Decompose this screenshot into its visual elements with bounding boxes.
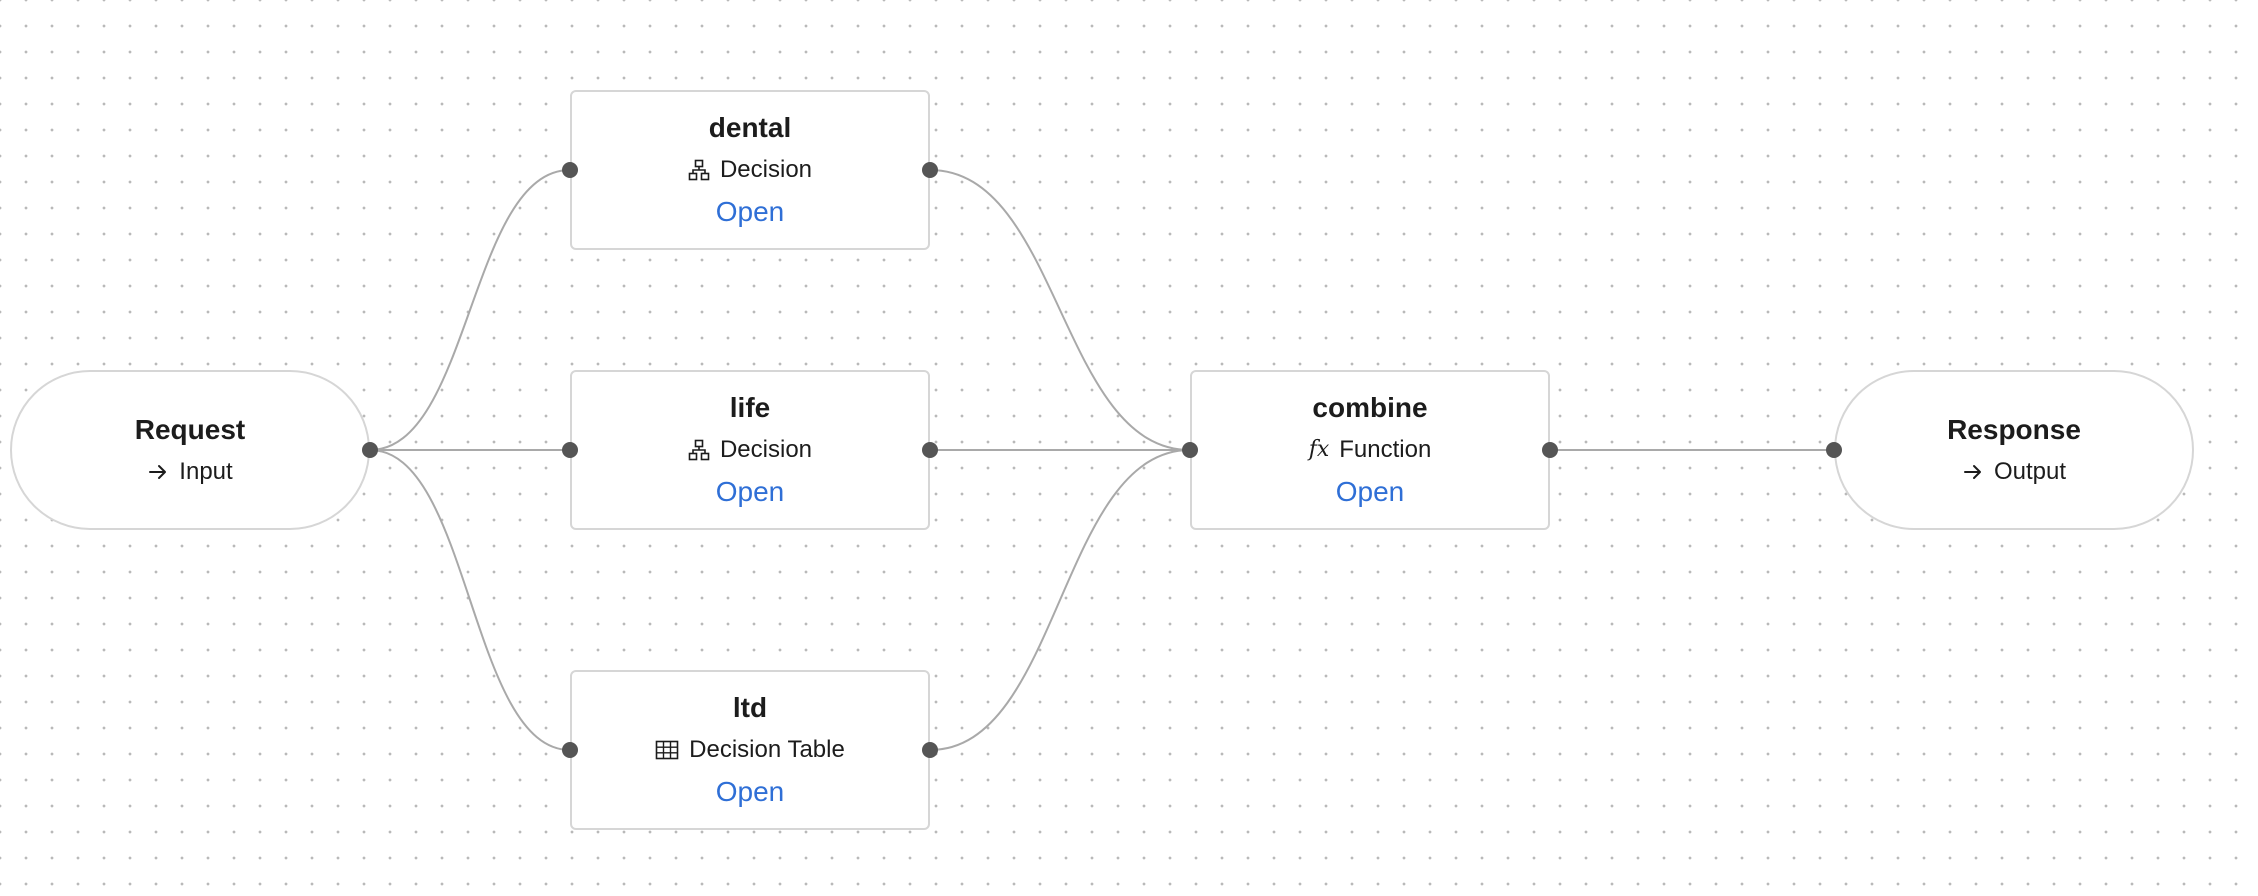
node-title: Request: [134, 414, 246, 445]
edge-dental-combine[interactable]: [929, 169, 1191, 451]
function-icon: fx: [1308, 437, 1330, 462]
table-icon: [655, 740, 679, 760]
node-kind-label: Output: [1993, 458, 2067, 485]
arrow-right-icon: [1962, 461, 1984, 483]
edge-ltd-combine[interactable]: [929, 449, 1191, 751]
arrow-right-icon: [147, 461, 169, 483]
node-title: life: [729, 392, 771, 423]
node-kind: Decision: [688, 435, 812, 465]
node-kind: Output: [1962, 457, 2066, 487]
node-title: dental: [708, 112, 792, 143]
node-kind: Input: [147, 457, 233, 487]
hierarchy-icon: [688, 159, 710, 181]
node-kind: Decision: [688, 155, 812, 185]
input-handle-combine[interactable]: [1182, 442, 1198, 458]
output-handle-life[interactable]: [922, 442, 938, 458]
node-combine[interactable]: combine fx Function Open: [1190, 370, 1550, 530]
output-handle-ltd[interactable]: [922, 742, 938, 758]
output-handle-combine[interactable]: [1542, 442, 1558, 458]
node-dental[interactable]: dental Decision Open: [570, 90, 930, 250]
node-response[interactable]: Response Output: [1834, 370, 2194, 530]
input-handle-response[interactable]: [1826, 442, 1842, 458]
node-kind-label: Function: [1339, 436, 1432, 463]
input-handle-dental[interactable]: [562, 162, 578, 178]
open-link[interactable]: Open: [1335, 476, 1405, 507]
input-handle-ltd[interactable]: [562, 742, 578, 758]
output-handle-request[interactable]: [362, 442, 378, 458]
node-title: Response: [1947, 414, 2081, 445]
input-handle-life[interactable]: [562, 442, 578, 458]
node-ltd[interactable]: ltd Decision Table Open: [570, 670, 930, 830]
edge-request-ltd[interactable]: [369, 449, 571, 751]
node-kind: Decision Table: [655, 735, 845, 765]
edge-request-dental[interactable]: [369, 169, 571, 451]
node-title: ltd: [732, 692, 768, 723]
node-kind-label: Decision Table: [689, 736, 845, 763]
node-kind-label: Decision: [719, 156, 813, 183]
node-kind-label: Decision: [719, 436, 813, 463]
node-title: combine: [1312, 392, 1428, 423]
open-link[interactable]: Open: [715, 476, 785, 507]
node-life[interactable]: life Decision Open: [570, 370, 930, 530]
output-handle-dental[interactable]: [922, 162, 938, 178]
open-link[interactable]: Open: [715, 776, 785, 807]
node-request[interactable]: Request Input: [10, 370, 370, 530]
node-kind-label: Input: [179, 458, 233, 485]
node-kind: fx Function: [1309, 435, 1432, 465]
hierarchy-icon: [688, 439, 710, 461]
open-link[interactable]: Open: [715, 196, 785, 227]
